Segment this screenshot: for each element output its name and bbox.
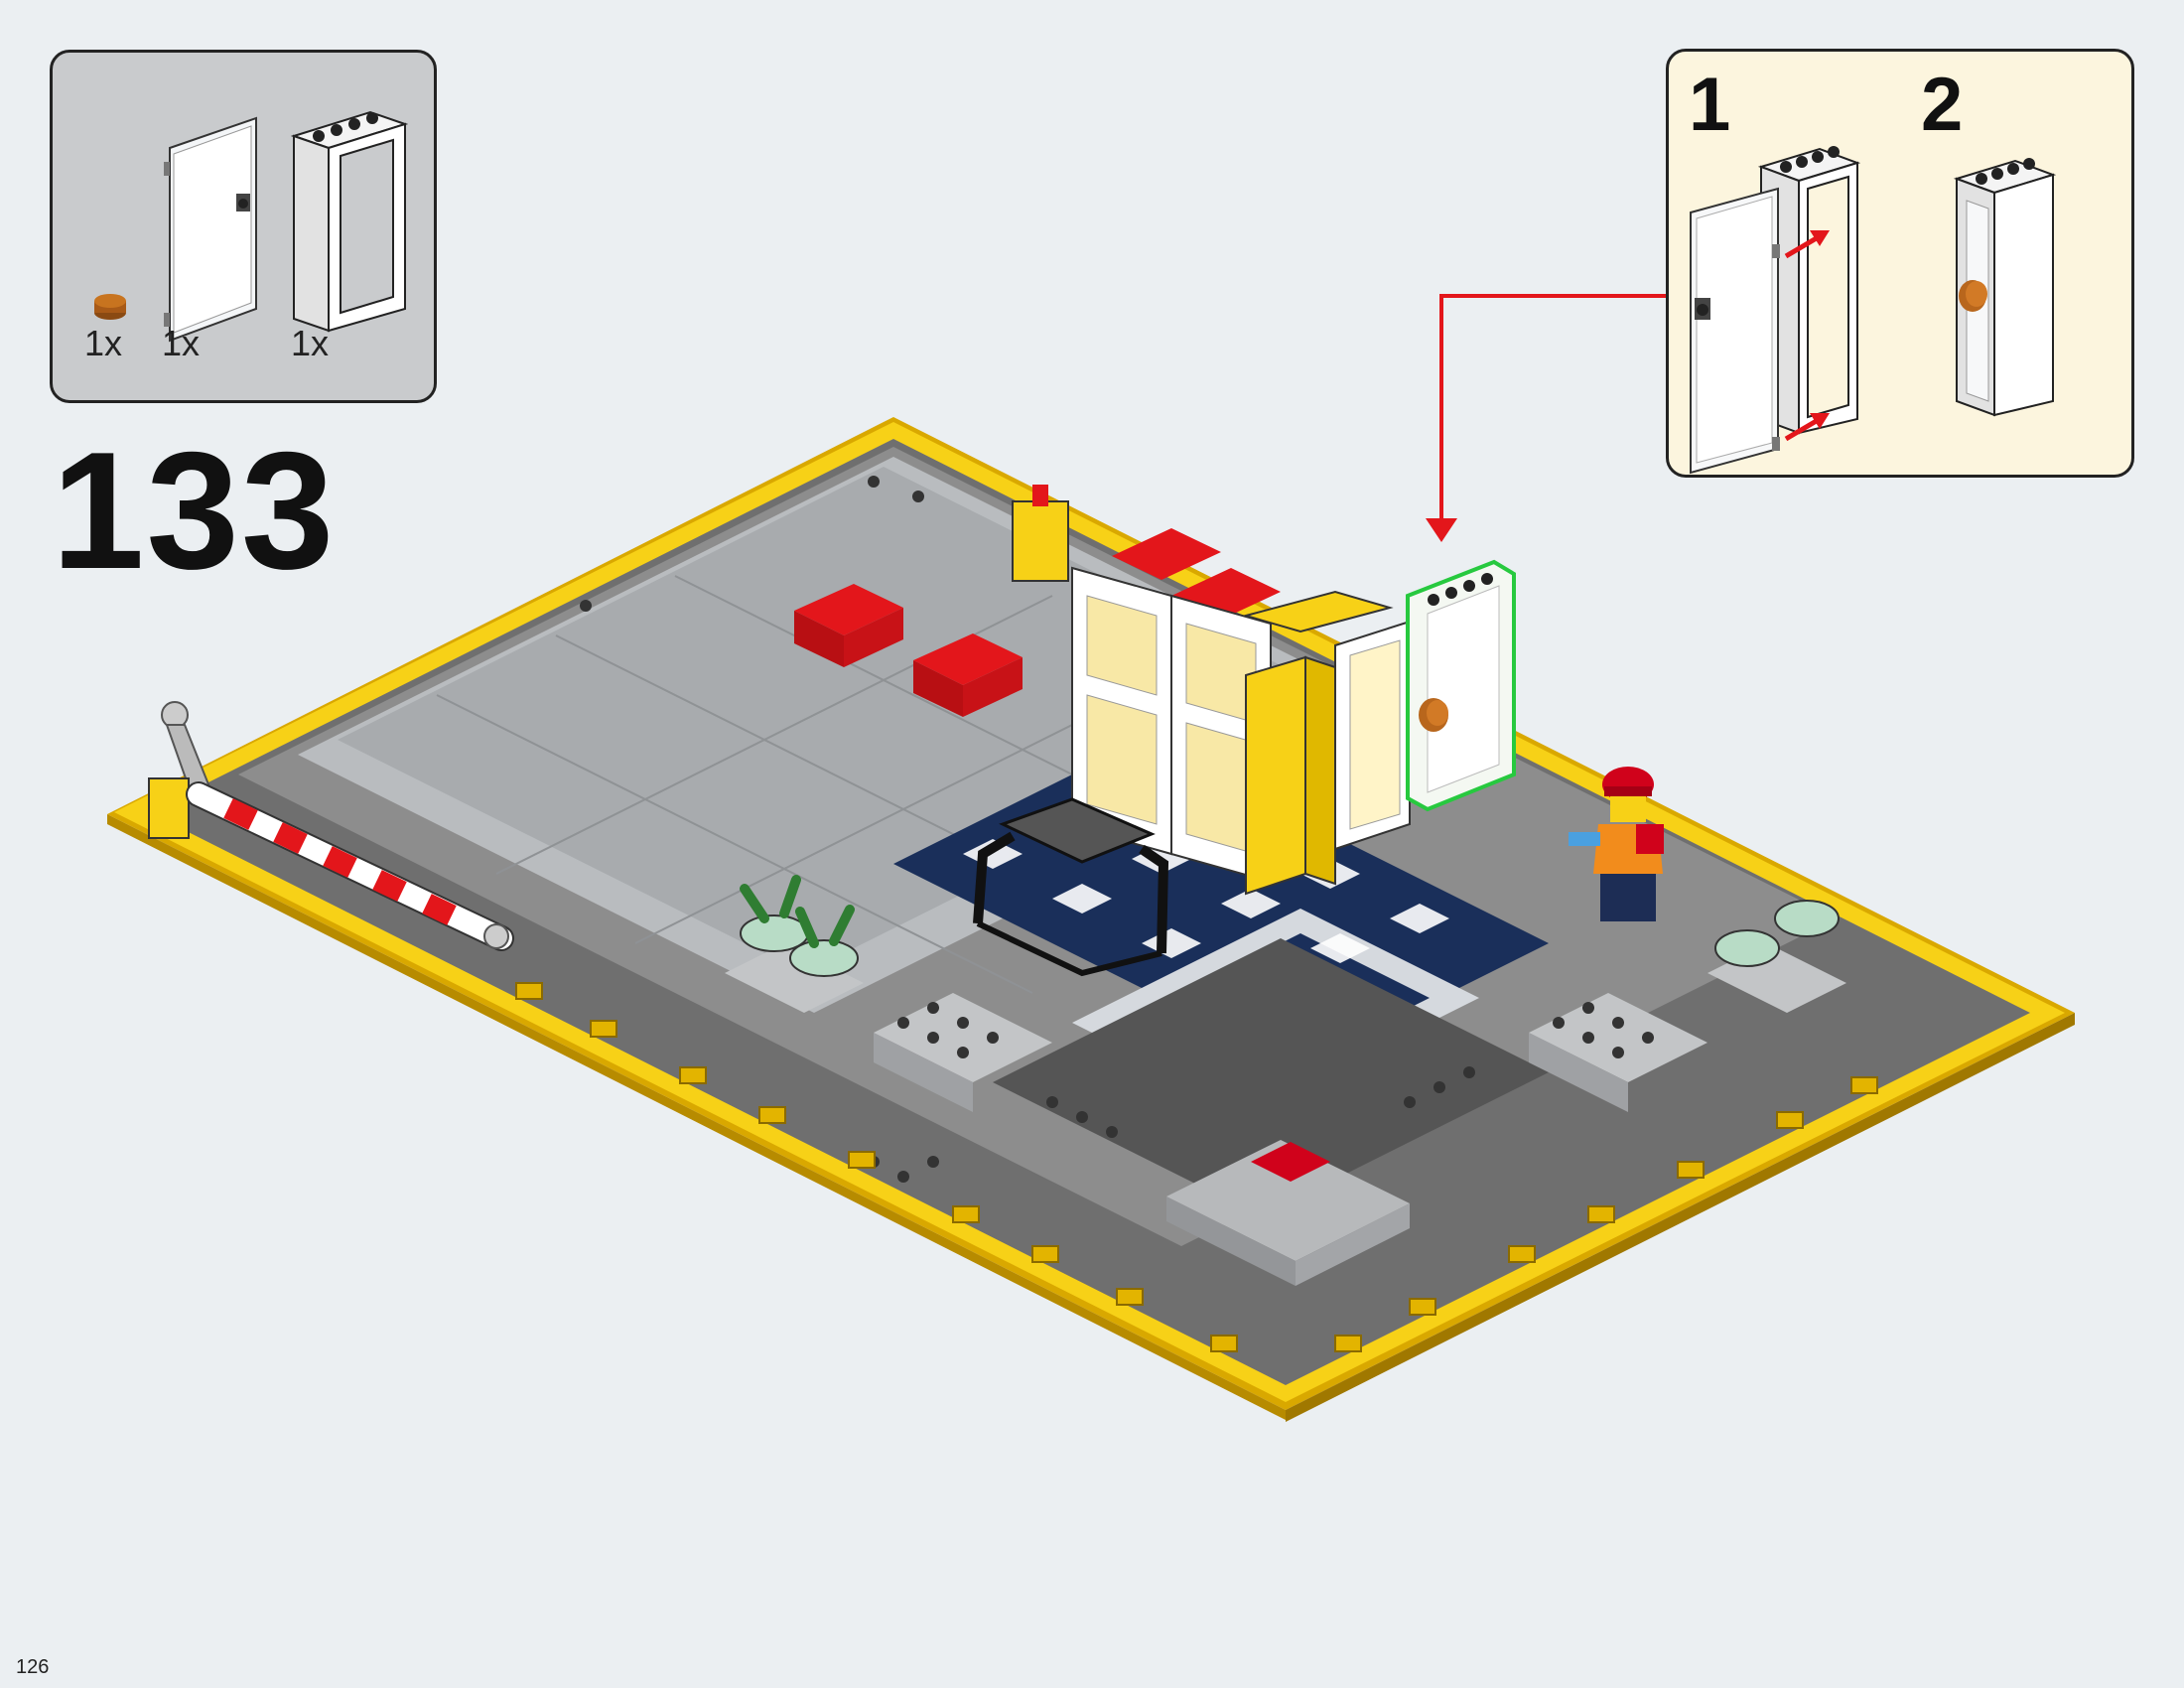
window-wall: [1071, 566, 1411, 896]
door-icon: [164, 116, 257, 343]
border-clips: [515, 982, 1878, 1352]
assembled-door-icon: [1953, 158, 2057, 417]
part-quantity: 1x: [291, 323, 330, 363]
door-icon: [1690, 187, 1780, 475]
barrier-gate: [148, 701, 514, 951]
step-number: 133: [52, 417, 337, 604]
sub-assembly-illustration: [1690, 146, 2057, 475]
light-gray-bricks: [725, 943, 1846, 1112]
parts-list-illustration: [94, 110, 409, 343]
black-frame: [973, 797, 1169, 977]
round-tile-icon: [94, 294, 126, 320]
red-bricks: [794, 485, 1281, 717]
minifigure-worker: [1569, 767, 1664, 921]
new-door-highlight: [1406, 559, 1516, 812]
studded-plates: [993, 938, 1549, 1286]
callout-connector-arrow: [1426, 294, 1666, 542]
sub-step-number: 2: [1921, 63, 1964, 147]
arrow-icon: [1784, 230, 1830, 442]
door-frame-icon: [290, 110, 409, 333]
part-quantity: 1x: [84, 323, 123, 363]
parts-list-box: 1x 1x 1x: [50, 50, 437, 403]
plant-pots: [740, 875, 1840, 977]
page-number: 126: [16, 1656, 50, 1678]
sub-assembly-callout: 1 2: [1666, 49, 2134, 478]
sub-step-number: 1: [1689, 63, 1731, 147]
part-quantity: 1x: [162, 323, 201, 363]
